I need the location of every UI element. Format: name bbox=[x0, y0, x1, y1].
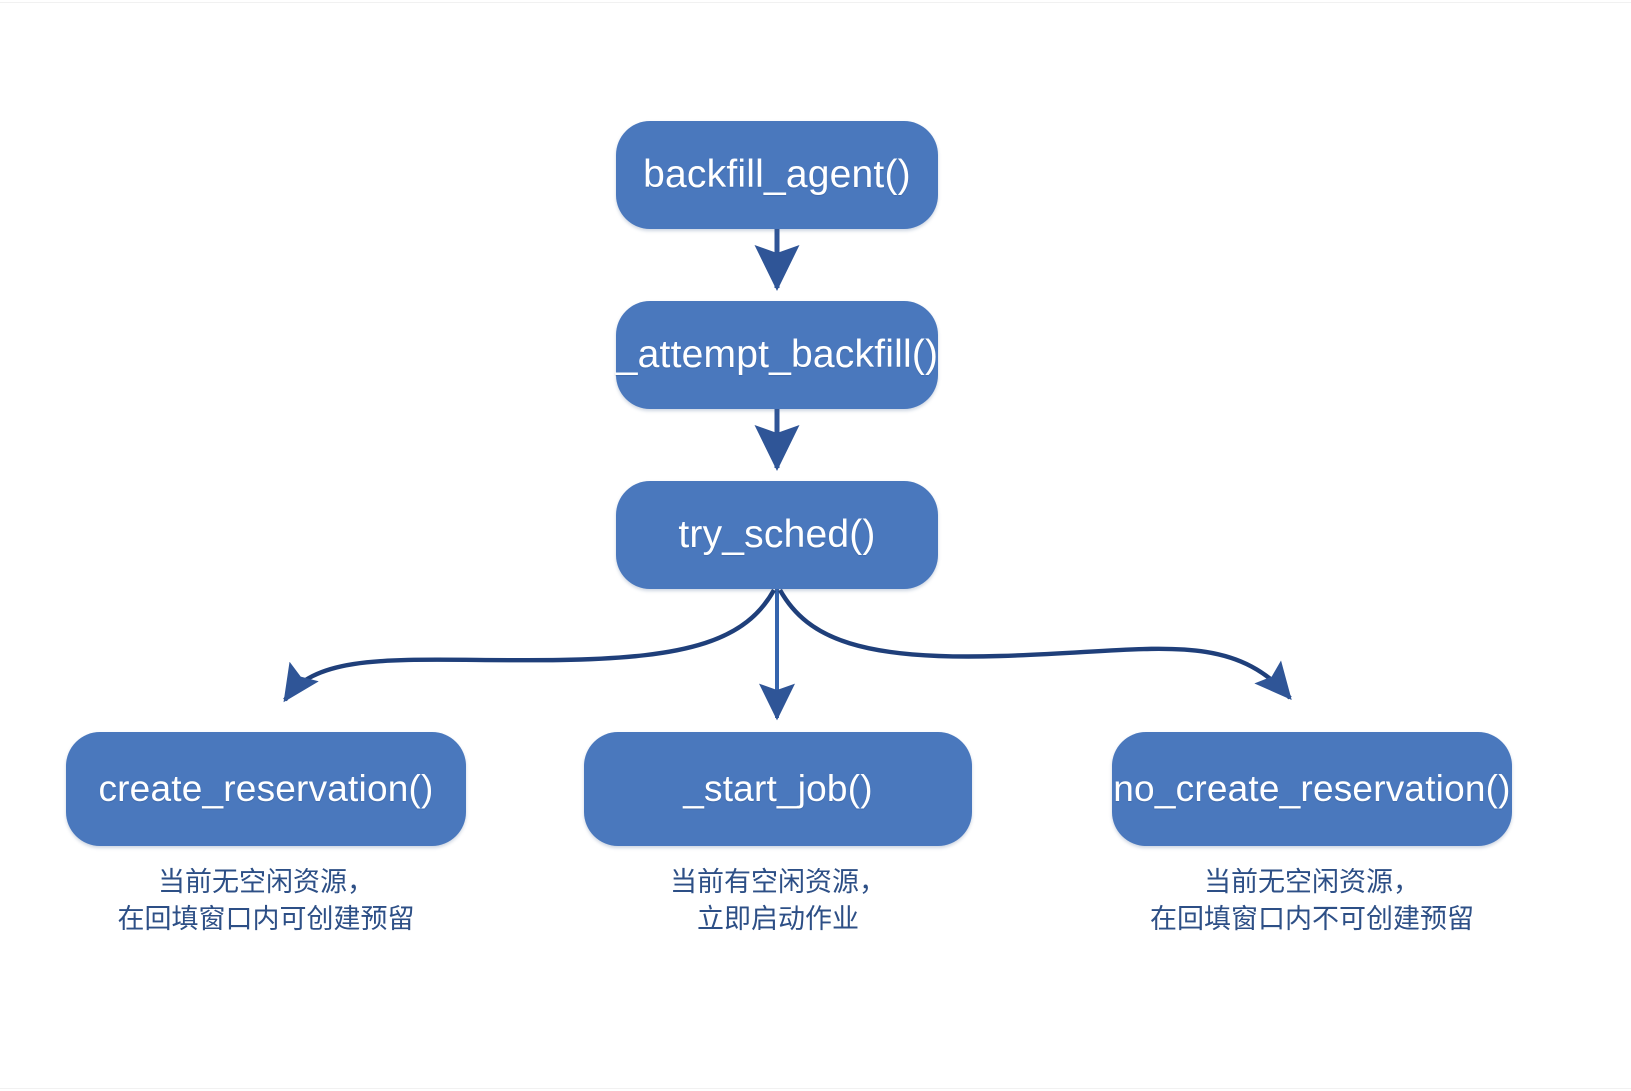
node-create-reservation-label: create_reservation() bbox=[98, 768, 434, 809]
caption-no-create-reservation-line1: 当前无空闲资源， bbox=[1204, 867, 1420, 897]
node-start-job-label: _start_job() bbox=[683, 768, 873, 809]
caption-create-reservation-line1: 当前无空闲资源， bbox=[158, 867, 374, 897]
top-divider bbox=[0, 2, 1631, 3]
node-backfill-agent-label: backfill_agent() bbox=[643, 153, 911, 196]
caption-start-job-line2: 立即启动作业 bbox=[697, 904, 859, 935]
node-attempt-backfill[interactable]: _attempt_backfill() bbox=[616, 301, 938, 409]
node-try-sched-label: try_sched() bbox=[678, 513, 876, 556]
node-backfill-agent[interactable]: backfill_agent() bbox=[616, 121, 938, 229]
node-try-sched[interactable]: try_sched() bbox=[616, 481, 938, 589]
edge-try-sched-to-create-reservation bbox=[283, 588, 776, 703]
caption-create-reservation: 当前无空闲资源， 在回填窗口内可创建预留 bbox=[66, 864, 466, 939]
node-no-create-reservation-label: no_create_reservation() bbox=[1113, 768, 1511, 809]
caption-start-job-line1: 当前有空闲资源， bbox=[670, 867, 886, 897]
caption-start-job: 当前有空闲资源， 立即启动作业 bbox=[584, 864, 972, 939]
caption-no-create-reservation: 当前无空闲资源， 在回填窗口内不可创建预留 bbox=[1112, 864, 1512, 939]
caption-no-create-reservation-line2: 在回填窗口内不可创建预留 bbox=[1150, 904, 1474, 935]
node-create-reservation[interactable]: create_reservation() bbox=[66, 732, 466, 846]
caption-create-reservation-line2: 在回填窗口内可创建预留 bbox=[117, 904, 415, 935]
edge-try-sched-to-no-create-reservation bbox=[778, 588, 1292, 701]
node-attempt-backfill-label: _attempt_backfill() bbox=[615, 333, 939, 376]
node-start-job[interactable]: _start_job() bbox=[584, 732, 972, 846]
bottom-divider bbox=[0, 1088, 1631, 1089]
node-no-create-reservation[interactable]: no_create_reservation() bbox=[1112, 732, 1512, 846]
